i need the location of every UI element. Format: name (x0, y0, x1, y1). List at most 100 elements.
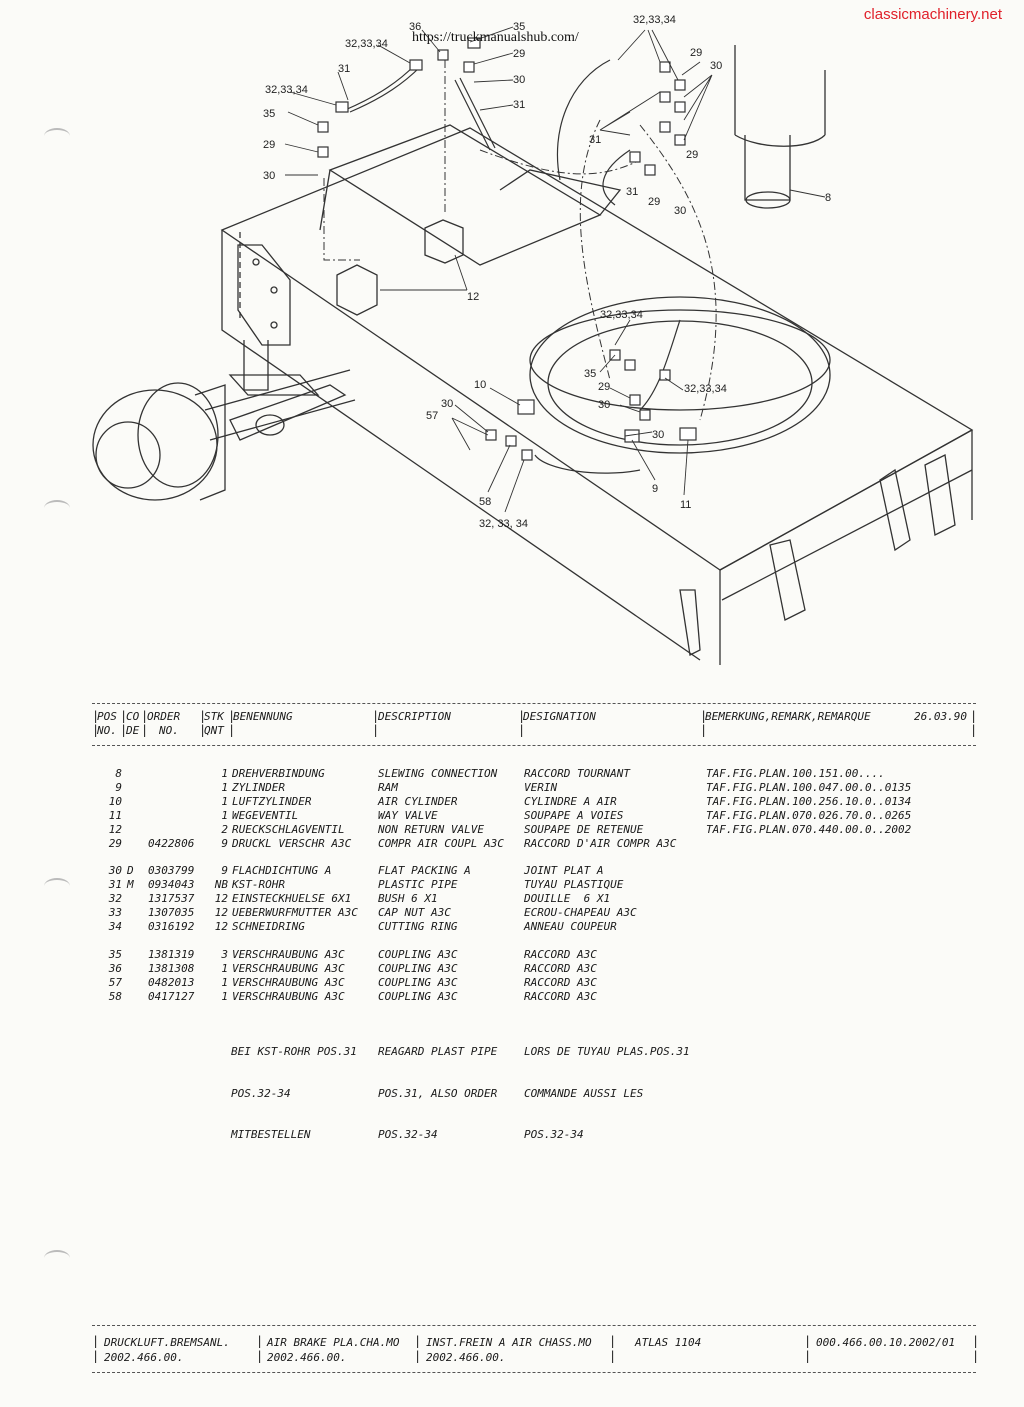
cell-en: COUPLING A3C (378, 989, 458, 1003)
callout: 31 (338, 63, 350, 75)
cell-pos: 58 (108, 989, 122, 1003)
callout: 32,33,34 (684, 383, 727, 395)
cell-remark: TAF.FIG.PLAN.100.151.00.... (706, 767, 885, 780)
header-benennung: BENENNUNG (233, 710, 293, 723)
note-line: COMMANDE AUSSI LES (524, 1086, 644, 1100)
callout-labels: 36 35 32,33,34 29 31 30 32,33,34 31 32,3… (263, 14, 831, 530)
cell-de: VERSCHRAUBUNG A3C (232, 975, 345, 989)
callout: 12 (467, 291, 479, 303)
callout: 29 (263, 139, 275, 151)
cell-de: LUFTZYLINDER (232, 794, 312, 808)
cell-en: SLEWING CONNECTION (378, 767, 498, 780)
cell-qty: 12 (214, 892, 228, 906)
cell-qty: 9 (221, 836, 228, 850)
note-line: POS.32-34 (378, 1128, 438, 1142)
cell-fr: RACCORD A3C (524, 989, 597, 1003)
header-date: 26.03.90 (914, 710, 967, 723)
cell-de: SCHNEIDRING (232, 920, 305, 933)
cell-en: COUPLING A3C (378, 961, 458, 975)
header-description: DESCRIPTION (378, 710, 451, 723)
note-line: BEI KST-ROHR POS.31 (231, 1044, 357, 1058)
cell-co: D (127, 864, 134, 878)
divider (92, 745, 976, 746)
punch-mark (44, 500, 70, 516)
cell-pos: 12 (108, 822, 122, 836)
watermark-site[interactable]: classicmachinery.net (863, 6, 1002, 23)
note-line: POS.32-34 (524, 1128, 584, 1142)
cell-fr: SOUPAPE A VOIES (524, 808, 624, 822)
cell-de: FLACHDICHTUNG A (232, 864, 332, 878)
cell-en: COUPLING A3C (378, 947, 458, 961)
header-remark: BEMERKUNG,REMARK,REMARQUE (705, 710, 871, 723)
cell-fr: RACCORD D'AIR COMPR A3C (524, 836, 677, 850)
divider (92, 703, 976, 704)
header-co: CO (126, 710, 140, 723)
callout: 30 (598, 399, 610, 411)
cell-qty: 9 (221, 864, 228, 878)
cell-remark: TAF.FIG.PLAN.100.047.00.0..0135 (706, 780, 912, 794)
note-line: REAGARD PLAST PIPE (378, 1044, 498, 1058)
cell-fr: ECROU-CHAPEAU A3C (524, 906, 637, 920)
cell-pos: 11 (108, 808, 122, 822)
cell-de: VERSCHRAUBUNG A3C (232, 961, 345, 975)
callout: 32,33,34 (600, 309, 643, 321)
cell-de: KST-ROHR (232, 878, 285, 892)
cell-qty: 12 (214, 906, 228, 920)
cell-qty: 2 (221, 822, 228, 836)
cell-en: CUTTING RING (378, 920, 458, 933)
cell-pos: 57 (108, 975, 122, 989)
cell-pos: 30 (108, 864, 122, 878)
punch-mark (44, 128, 70, 144)
cell-order: 0482013 (148, 975, 195, 989)
callout: 30 (652, 429, 664, 441)
footer-model: ATLAS 1104 (635, 1336, 702, 1349)
cell-fr: CYLINDRE A AIR (524, 794, 617, 808)
cell-fr: RACCORD TOURNANT (524, 767, 630, 780)
parts-diagram: 36 35 32,33,34 29 31 30 32,33,34 31 32,3… (92, 14, 974, 665)
callout: 11 (680, 499, 691, 511)
callout: 8 (825, 192, 831, 204)
cell-de: RUECKSCHLAGVENTIL (232, 822, 345, 836)
footer-en-code: 2002.466.00. (267, 1351, 347, 1364)
footer-de-title: DRUCKLUFT.BREMSANL. (104, 1336, 230, 1349)
cell-order: 0417127 (148, 989, 195, 1003)
cell-fr: RACCORD A3C (524, 975, 597, 989)
cell-fr: VERIN (524, 780, 558, 794)
cell-pos: 33 (108, 906, 122, 920)
cell-order: 1381308 (148, 961, 195, 975)
callout: 57 (426, 410, 438, 422)
header-pos: POS (97, 710, 117, 723)
cell-de: VERSCHRAUBUNG A3C (232, 947, 345, 961)
cell-en: FLAT PACKING A (378, 864, 471, 878)
callout: 32,33,34 (633, 14, 676, 26)
header-order: ORDER (147, 710, 181, 723)
cell-qty: 12 (214, 920, 228, 933)
callout: 29 (648, 196, 660, 208)
footer-en-title: AIR BRAKE PLA.CHA.MO (267, 1336, 400, 1349)
watermark-url[interactable]: https://truckmanualshub.com/ (412, 30, 579, 45)
cell-qty: NB (214, 878, 228, 892)
cell-pos: 10 (108, 794, 122, 808)
cell-de: DRUCKL VERSCHR A3C (232, 836, 352, 850)
cell-en: COUPLING A3C (378, 975, 458, 989)
callout: 32, 33, 34 (479, 518, 528, 530)
punch-mark (44, 1250, 70, 1266)
callout: 36 (409, 21, 421, 33)
cell-pos: 31 (108, 878, 122, 892)
header-order-no: NO. (159, 724, 179, 737)
table-header: | POS | CO | ORDER | STK | BENENNUNG | D… (92, 709, 978, 737)
cell-de: ZYLINDER (232, 780, 285, 794)
footer-doc-no: 000.466.00.10.2002/01 (816, 1336, 956, 1349)
footer-fr-code: 2002.466.00. (426, 1351, 506, 1364)
note-line: LORS DE TUYAU PLAS.POS.31 (524, 1044, 690, 1058)
cell-en: COMPR AIR COUPL A3C (378, 836, 504, 850)
cell-fr: ANNEAU COUPEUR (524, 920, 617, 933)
cell-de: VERSCHRAUBUNG A3C (232, 989, 345, 1003)
